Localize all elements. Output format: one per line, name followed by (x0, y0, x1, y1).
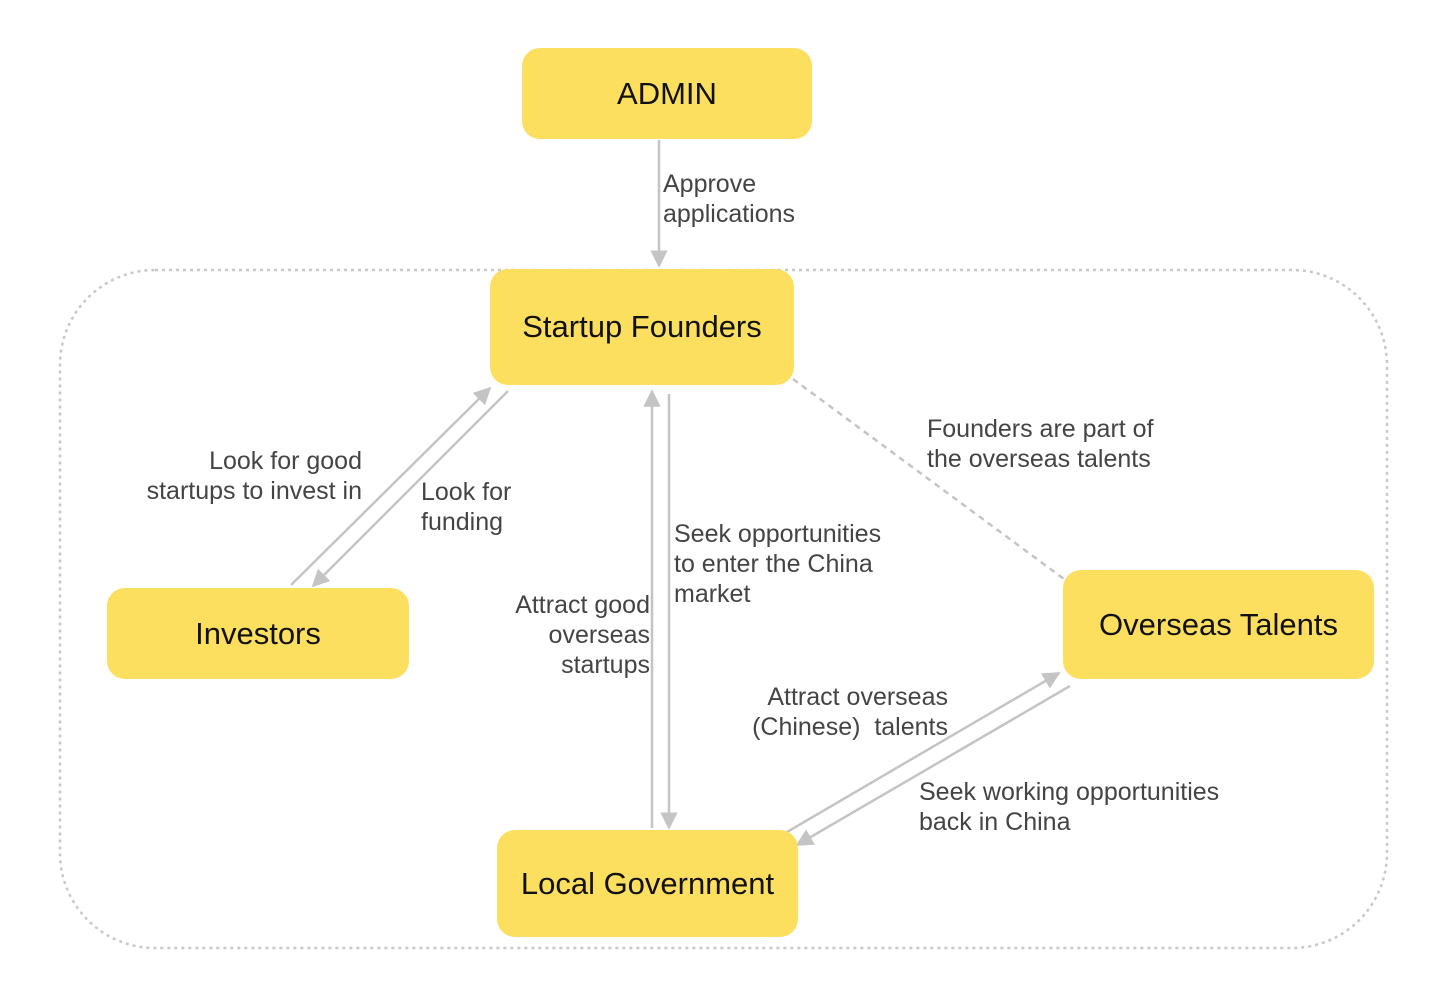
label-talents-to-government: Seek working opportunities back in China (919, 778, 1220, 836)
node-investors: Investors (107, 588, 409, 679)
node-admin: ADMIN (522, 48, 812, 139)
node-local-government: Local Government (497, 830, 798, 937)
edge-investors-to-founders (290, 386, 492, 586)
label-founders-to-investors: Look for funding (421, 478, 512, 536)
node-startup-founders: Startup Founders (490, 269, 794, 385)
edge-founders-to-investors (311, 390, 509, 588)
node-overseas-talents-label: Overseas Talents (1099, 606, 1338, 642)
edge-talents-to-government (795, 684, 1071, 847)
label-founders-talents-relation: Founders are part of the overseas talent… (927, 415, 1154, 473)
node-overseas-talents: Overseas Talents (1063, 570, 1374, 679)
node-local-government-label: Local Government (520, 865, 775, 901)
node-investors-label: Investors (195, 615, 321, 651)
label-government-to-talents: Attract overseas (Chinese) talents (752, 683, 948, 741)
label-founders-to-government: Seek opportunities to enter the China ma… (674, 520, 882, 608)
label-government-to-founders: Attract good overseas startups (515, 591, 650, 679)
label-investors-to-founders: Look for good startups to invest in (146, 447, 362, 505)
node-startup-founders-label: Startup Founders (522, 309, 762, 344)
node-admin-label: ADMIN (617, 75, 717, 111)
edge-founders-talents-relation (792, 377, 1065, 581)
edge-government-to-talents (786, 671, 1061, 834)
label-admin-to-founders: Approve applications (663, 170, 796, 228)
